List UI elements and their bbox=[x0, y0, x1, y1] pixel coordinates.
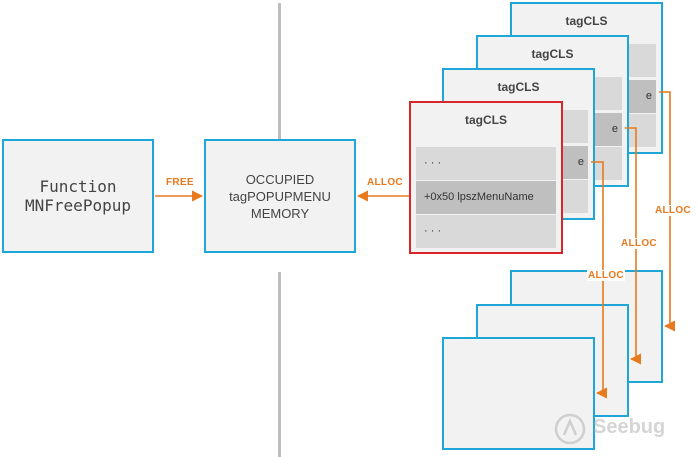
alloc-label-occupied: ALLOC bbox=[367, 177, 403, 188]
function-name: MNFreePopup bbox=[25, 196, 131, 215]
seebug-logo-icon bbox=[554, 413, 586, 445]
popupmenu-label: tagPOPUPMENU bbox=[229, 188, 331, 204]
seebug-watermark: Seebug bbox=[553, 412, 693, 446]
seebug-text: Seebug bbox=[593, 416, 666, 438]
occupied-memory-box: OCCUPIED tagPOPUPMENU MEMORY bbox=[204, 139, 356, 253]
divider-top bbox=[278, 3, 281, 230]
tagcls-title: tagCLS bbox=[531, 47, 574, 61]
free-label: FREE bbox=[166, 177, 194, 188]
alloc-label-2: ALLOC bbox=[620, 238, 658, 249]
function-label: Function bbox=[39, 177, 117, 196]
tagcls-card-front: tagCLS · · · +0x50 lpszMenuName · · · bbox=[409, 101, 563, 254]
function-box: Function MNFreePopup bbox=[2, 139, 154, 253]
tagcls-title: tagCLS bbox=[497, 80, 540, 94]
row-partial-text: e bbox=[577, 156, 584, 168]
row-dots-top: · · · bbox=[416, 147, 556, 180]
occupied-label: OCCUPIED bbox=[245, 171, 315, 187]
memory-label: MEMORY bbox=[250, 205, 310, 221]
divider-bottom bbox=[278, 272, 281, 457]
tagcls-title: tagCLS bbox=[565, 14, 608, 28]
tagcls-title: tagCLS bbox=[465, 113, 507, 127]
row-lpszmenuname: +0x50 lpszMenuName bbox=[416, 181, 556, 214]
alloc-label-1: ALLOC bbox=[587, 270, 625, 281]
row-dots-bottom: · · · bbox=[416, 215, 556, 248]
alloc-label-3: ALLOC bbox=[654, 205, 692, 216]
row-partial-text: e bbox=[645, 90, 652, 102]
row-partial-text: e bbox=[611, 123, 618, 135]
alloc-block-1 bbox=[442, 337, 595, 450]
